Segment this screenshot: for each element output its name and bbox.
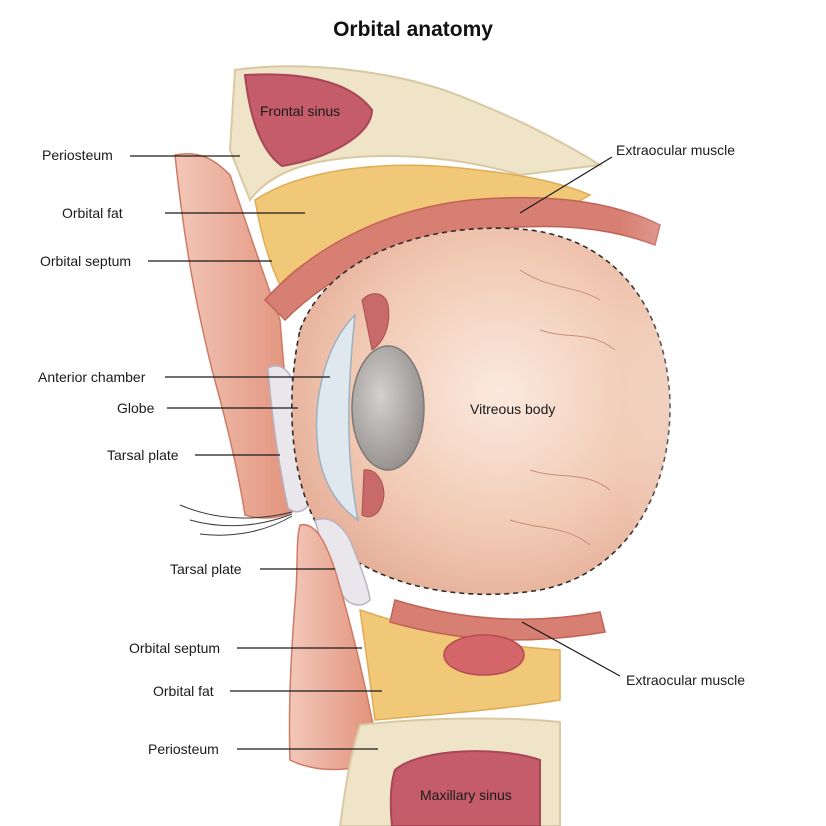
label-extraocular-muscle-lower: Extraocular muscle — [626, 672, 746, 688]
label-orbital-fat-lower: Orbital fat — [153, 683, 214, 699]
iris — [361, 293, 390, 518]
lens — [351, 345, 425, 471]
leader-lines — [130, 155, 621, 750]
label-anterior-chamber: Anterior chamber — [38, 369, 146, 385]
lower-extraocular-muscle-belly — [443, 634, 525, 676]
lower-skin — [288, 524, 381, 771]
label-orbital-fat-upper: Orbital fat — [62, 205, 123, 221]
label-vitreous-body: Vitreous body — [470, 401, 556, 417]
label-globe: Globe — [117, 400, 155, 416]
frontal-sinus-cavity — [243, 73, 374, 168]
label-extraocular-muscle-upper: Extraocular muscle — [616, 142, 736, 158]
label-tarsal-plate-lower: Tarsal plate — [170, 561, 242, 577]
maxillary-sinus-cavity — [389, 750, 541, 826]
retinal-vessels — [509, 269, 616, 546]
label-maxillary-sinus: Maxillary sinus — [420, 787, 512, 803]
eyelashes — [179, 504, 293, 536]
label-periosteum-upper: Periosteum — [42, 147, 113, 163]
right-fade — [620, 60, 826, 826]
label-tarsal-plate-upper: Tarsal plate — [107, 447, 179, 463]
label-orbital-septum-lower: Orbital septum — [129, 640, 221, 656]
label-orbital-septum-upper: Orbital septum — [40, 253, 132, 269]
lower-extraocular-muscle-band — [389, 599, 606, 641]
diagram-title: Orbital anatomy — [333, 18, 493, 41]
label-frontal-sinus: Frontal sinus — [260, 103, 341, 119]
label-periosteum-lower: Periosteum — [148, 741, 219, 757]
cornea — [315, 312, 360, 522]
